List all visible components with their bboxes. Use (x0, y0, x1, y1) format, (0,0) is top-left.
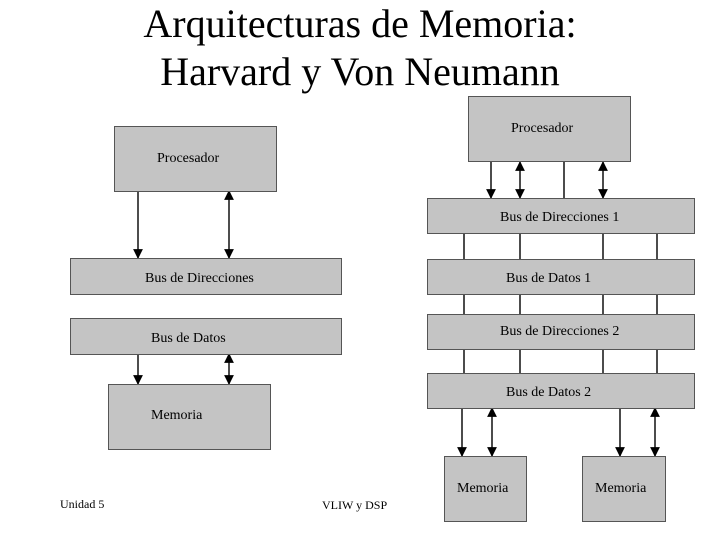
footer-unit: Unidad 5 (60, 497, 105, 511)
vn-address-bus-label: Bus de Direcciones (145, 271, 254, 286)
vn-processor-label: Procesador (157, 151, 220, 166)
hv-processor-label: Procesador (511, 121, 574, 136)
hv-address-bus-1-box: Bus de Direcciones 1 (427, 198, 695, 234)
vn-processor-box: Procesador (114, 126, 277, 192)
vn-memory-label: Memoria (151, 408, 203, 423)
hv-data-bus-2-label: Bus de Datos 2 (506, 385, 592, 400)
hv-memory-1-label: Memoria (457, 481, 509, 496)
hv-processor-box: Procesador (468, 96, 631, 162)
slide-title-line-1: Arquitecturas de Memoria: (143, 1, 577, 46)
hv-data-bus-2-box: Bus de Datos 2 (427, 373, 695, 409)
vn-data-bus-box: Bus de Datos (70, 318, 342, 355)
slide-title-line-2: Harvard y Von Neumann (160, 49, 560, 94)
vn-data-bus-label: Bus de Datos (151, 331, 226, 346)
hv-data-bus-1-label: Bus de Datos 1 (506, 271, 592, 286)
hv-address-bus-2-box: Bus de Direcciones 2 (427, 314, 695, 350)
vn-address-bus-box: Bus de Direcciones (70, 258, 342, 295)
hv-memory-2-box: Memoria (582, 456, 666, 522)
hv-memory-1-box: Memoria (444, 456, 527, 522)
footer-topic: VLIW y DSP (322, 498, 388, 512)
vn-memory-box: Memoria (108, 384, 271, 450)
hv-data-bus-1-box: Bus de Datos 1 (427, 259, 695, 295)
hv-memory-2-label: Memoria (595, 481, 647, 496)
hv-address-bus-2-label: Bus de Direcciones 2 (500, 324, 620, 339)
hv-address-bus-1-label: Bus de Direcciones 1 (500, 210, 620, 225)
